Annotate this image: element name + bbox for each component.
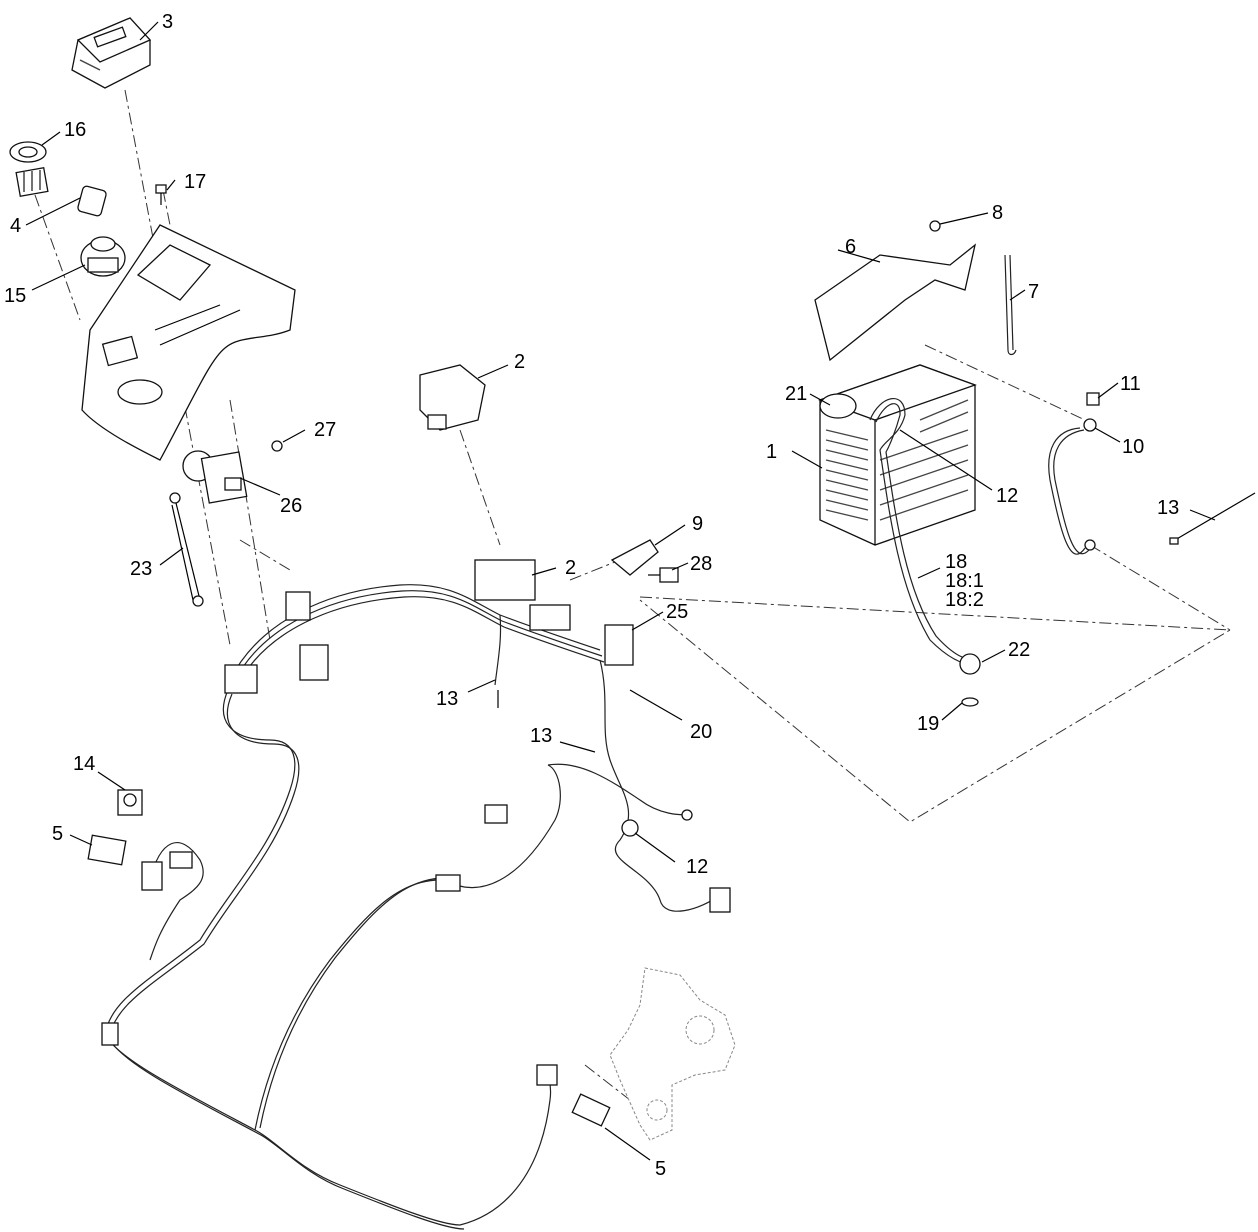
cable-tie-part [1169,492,1256,545]
callout-18: 18 [945,551,967,573]
callout-6: 6 [845,236,856,258]
callout-27: 27 [314,419,336,441]
callout-26: 26 [280,495,302,517]
main-wire-harness [104,584,721,1230]
cable-tie-strap-part [169,492,204,607]
callout-19: 19 [917,713,939,735]
mounting-bracket-part [610,539,659,576]
battery-part [818,364,977,546]
callout-16: 16 [64,119,86,141]
callout-18-2: 18:2 [945,589,984,611]
callout-17: 17 [184,171,206,193]
relay-part-left [87,834,193,891]
nut-part [271,440,283,452]
control-module-part [71,17,152,89]
callout-18-1: 18:1 [945,570,984,592]
seat-switch-part [182,450,248,504]
callout-23: 23 [130,558,152,580]
harness-connectors [101,559,731,1086]
callout-13-harness: 13 [436,688,458,710]
terminal-boot-part [819,393,857,419]
callout-5-brake: 5 [655,1158,666,1180]
callout-14: 14 [73,753,95,775]
relay-cover-part [419,364,486,431]
callout-15: 15 [4,285,26,307]
control-panel-part [81,224,296,461]
assembly-lines [34,89,1232,1101]
callout-10: 10 [1122,436,1144,458]
callout-25: 25 [666,601,688,623]
j-bolt-part [1004,254,1017,356]
leader-lines [25,21,1216,1161]
callout-12-harness: 12 [686,856,708,878]
callout-20: 20 [690,721,712,743]
wing-nut-part [929,220,941,232]
callout-5-left: 5 [52,823,63,845]
brake-pedal-bracket-outline [609,967,736,1141]
diode-connector-part [117,789,143,816]
washer-part [961,697,979,707]
brake-switch-part [571,1093,611,1127]
callout-28: 28 [690,553,712,575]
callout-21: 21 [785,383,807,405]
callout-1: 1 [766,441,777,463]
callout-2-cover: 2 [514,351,525,373]
callout-4: 4 [10,215,21,237]
callout-7: 7 [1028,281,1039,303]
battery-hold-down-part [814,243,977,362]
battery-bolt-part [1086,392,1100,406]
bolt-part [155,184,167,205]
positive-battery-cable-part [869,397,981,675]
screw-part [648,567,679,583]
callout-11: 11 [1120,373,1141,395]
connector-boot-part [9,141,49,198]
ignition-switch-part [80,236,126,277]
callout-labels: 3 16 17 4 15 27 26 23 2 2 9 28 25 13 20 … [4,11,1179,1180]
small-cover-part [77,185,107,217]
callout-13-tie: 13 [1157,497,1179,519]
callout-12-battery: 12 [996,485,1018,507]
callout-22: 22 [1008,639,1030,661]
callout-3: 3 [162,11,173,33]
callout-13-lower: 13 [530,725,552,747]
callout-9: 9 [692,513,703,535]
callout-8: 8 [992,202,1003,224]
callout-2-relay: 2 [565,557,576,579]
negative-battery-cable-part [1048,418,1097,555]
